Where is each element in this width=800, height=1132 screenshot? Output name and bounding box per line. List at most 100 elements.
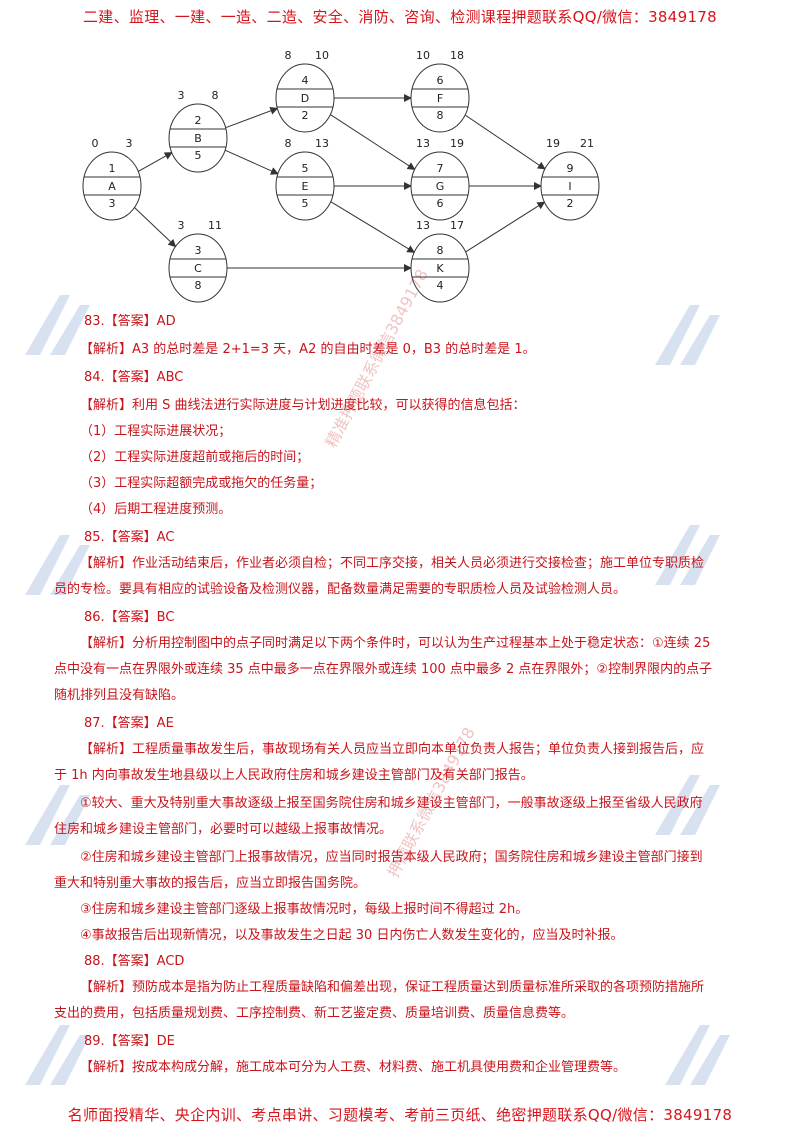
node-bottom-label: 8: [195, 279, 202, 292]
node-ef-label: 19: [450, 137, 464, 150]
node-es-label: 10: [416, 49, 430, 62]
node-es-label: 3: [178, 89, 185, 102]
node-name-label: F: [437, 92, 443, 105]
analysis-84: 【解析】利用 S 曲线法进行实际进度与计划进度比较，可以获得的信息包括：: [80, 398, 526, 413]
analysis-89: 【解析】按成本构成分解，施工成本可分为人工费、材料费、施工机具使用费和企业管理费…: [80, 1060, 627, 1075]
header-banner: 二建、监理、一建、一造、二造、安全、消防、咨询、检测课程押题联系QQ/微信：38…: [83, 8, 717, 26]
watermark-logo-icon: [25, 295, 90, 355]
node-bottom-label: 5: [302, 197, 309, 210]
analysis-87-p4: ④事故报告后出现新情况，以及事故发生之日起 30 日内伤亡人数发生变化的，应当及…: [80, 928, 624, 943]
node-name-label: I: [568, 180, 571, 193]
node-ef-label: 3: [126, 137, 133, 150]
answer-88: 88.【答案】ACD: [84, 954, 185, 969]
list-item: （4）后期工程进度预测。: [80, 502, 232, 517]
node-bottom-label: 3: [109, 197, 116, 210]
analysis-83: 【解析】A3 的总时差是 2+1=3 天，A2 的自由时差是 0，B3 的总时差…: [80, 342, 536, 357]
edge-E-K: [330, 201, 416, 253]
node-top-label: 7: [437, 162, 444, 175]
node-bottom-label: 2: [567, 197, 574, 210]
edge-F-I: [464, 114, 546, 170]
analysis-87: 【解析】工程质量事故发生后，事故现场有关人员应当立即向本单位负责人报告；单位负责…: [80, 742, 705, 757]
analysis-87-p1c: 住房和城乡建设主管部门，必要时可以越级上报事故情况。: [54, 822, 393, 837]
answer-85: 85.【答案】AC: [84, 530, 175, 545]
node-top-label: 4: [302, 74, 309, 87]
list-item: （1）工程实际进展状况；: [80, 424, 232, 439]
answer-87: 87.【答案】AE: [84, 716, 174, 731]
analysis-86-cont: 点中没有一点在界限外或连续 35 点中最多一点在界限外或连续 100 点中最多 …: [54, 662, 713, 677]
analysis-87-cont: 于 1h 内向事故发生地县级以上人民政府住房和城乡建设主管部门及有关部门报告。: [54, 768, 534, 783]
node-name-label: E: [302, 180, 309, 193]
analysis-87-p3: ③住房和城乡建设主管部门逐级上报事故情况时，每级上报时间不得超过 2h。: [80, 902, 529, 917]
node-top-label: 1: [109, 162, 116, 175]
answer-84: 84.【答案】ABC: [84, 370, 184, 385]
node-top-label: 9: [567, 162, 574, 175]
analysis-87-p2c: 重大和特别重大事故的报告后，应当立即报告国务院。: [54, 876, 367, 891]
node-top-label: 2: [195, 114, 202, 127]
node-ef-label: 17: [450, 219, 464, 232]
node-top-label: 6: [437, 74, 444, 87]
node-name-label: C: [194, 262, 202, 275]
watermark-logo-icon: [655, 305, 720, 365]
analysis-85: 【解析】作业活动结束后，作业者必须自检；不同工序交接，相关人员必须进行交接检查；…: [80, 556, 705, 571]
edge-D-G: [330, 114, 416, 171]
node-A: 1A 3 0 3: [82, 137, 142, 221]
edge-B-E: [224, 149, 279, 175]
watermark-logo-icon: [25, 785, 90, 845]
edge-A-B: [137, 152, 173, 172]
node-es-label: 19: [546, 137, 560, 150]
watermark-logo-icon: [655, 775, 720, 835]
watermark-logo-icon: [25, 535, 90, 595]
node-top-label: 5: [302, 162, 309, 175]
node-name-label: B: [194, 132, 202, 145]
analysis-86-cont: 随机排列且没有缺陷。: [54, 688, 185, 703]
node-ef-label: 11: [208, 219, 222, 232]
analysis-88-cont: 支出的费用，包括质量规划费、工序控制费、新工艺鉴定费、质量培训费、质量信息费等。: [54, 1006, 575, 1021]
node-es-label: 13: [416, 137, 430, 150]
list-item: （3）工程实际超额完成或拖欠的任务量；: [80, 476, 323, 491]
diagram-edges: [134, 94, 546, 272]
answer-89: 89.【答案】DE: [84, 1034, 175, 1049]
node-ef-label: 18: [450, 49, 464, 62]
node-bottom-label: 5: [195, 149, 202, 162]
node-top-label: 8: [437, 244, 444, 257]
node-ef-label: 10: [315, 49, 329, 62]
node-F: 6F 8 10 18: [410, 49, 470, 133]
node-name-label: D: [301, 92, 309, 105]
edge-K-I: [465, 201, 546, 253]
analysis-88: 【解析】预防成本是指为防止工程质量缺陷和偏差出现，保证工程质量达到质量标准所采取…: [80, 980, 705, 995]
node-bottom-label: 2: [302, 109, 309, 122]
list-item: （2）工程实际进度超前或拖后的时间；: [80, 450, 310, 465]
footer-banner: 名师面授精华、央企内训、考点串讲、习题模考、考前三页纸、绝密押题联系QQ/微信：…: [67, 1106, 733, 1124]
analysis-86: 【解析】分析用控制图中的点子同时满足以下两个条件时，可以认为生产过程基本上处于稳…: [80, 636, 711, 651]
node-D: 4D 2 8 10: [275, 49, 335, 133]
analysis-87-p1: ①较大、重大及特别重大事故逐级上报至国务院住房和城乡建设主管部门，一般事故逐级上…: [80, 796, 703, 811]
answer-83: 83.【答案】AD: [84, 314, 176, 329]
node-bottom-label: 8: [437, 109, 444, 122]
edge-A-C: [134, 207, 177, 248]
node-name-label: G: [436, 180, 445, 193]
node-es-label: 8: [285, 49, 292, 62]
node-G: 7G 6 13 19: [410, 137, 470, 221]
node-es-label: 8: [285, 137, 292, 150]
node-bottom-label: 6: [437, 197, 444, 210]
node-B: 2B 5 3 8: [168, 89, 228, 173]
node-es-label: 13: [416, 219, 430, 232]
node-C: 3C 8 3 11: [168, 219, 228, 303]
node-ef-label: 13: [315, 137, 329, 150]
node-name-label: K: [436, 262, 444, 275]
node-es-label: 3: [178, 219, 185, 232]
watermark-logo-icon: [665, 1025, 730, 1085]
watermark-logo-icon: [25, 1025, 90, 1085]
node-name-label: A: [108, 180, 116, 193]
node-top-label: 3: [195, 244, 202, 257]
watermark-logo-icon: [655, 525, 720, 585]
node-es-label: 0: [92, 137, 99, 150]
node-ef-label: 8: [212, 89, 219, 102]
analysis-87-p2: ②住房和城乡建设主管部门上报事故情况，应当同时报告本级人民政府；国务院住房和城乡…: [80, 850, 703, 865]
answer-86: 86.【答案】BC: [84, 610, 175, 625]
